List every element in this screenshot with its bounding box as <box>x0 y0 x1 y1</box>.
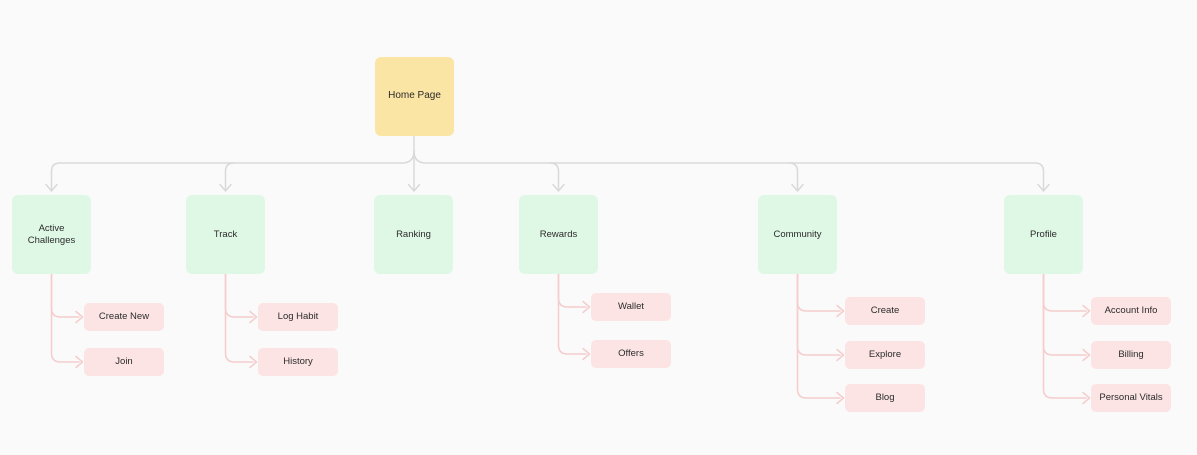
edge-active-challenges-to-join <box>50 273 80 363</box>
node-label: Blog <box>875 392 895 404</box>
edge-home-to-community <box>788 162 799 190</box>
node-label: Active Challenges <box>27 222 76 246</box>
edge-community-to-blog <box>796 273 841 399</box>
node-label: Ranking <box>396 228 431 240</box>
node-label: Wallet <box>617 301 645 313</box>
arrowhead-join <box>75 355 84 369</box>
node-create-new[interactable]: Create New <box>84 303 164 331</box>
edge-community-to-explore <box>796 273 841 356</box>
node-profile[interactable]: Profile <box>1004 195 1083 274</box>
node-log-habit[interactable]: Log Habit <box>258 303 338 331</box>
edge-track-to-history <box>224 273 254 363</box>
arrowhead-active-challenges <box>45 183 58 192</box>
arrowhead-ranking <box>407 183 421 192</box>
edge-profile-to-personal-vitals <box>1042 273 1087 399</box>
node-label: Join <box>115 356 133 368</box>
arrowhead-create-new <box>75 310 84 324</box>
node-label: Billing <box>1118 349 1144 361</box>
node-account-info[interactable]: Account Info <box>1091 297 1171 325</box>
arrowhead-rewards <box>552 183 565 192</box>
arrowhead-log-habit <box>249 310 258 324</box>
node-explore[interactable]: Explore <box>845 341 925 369</box>
arrowhead-offers <box>582 347 591 361</box>
node-label: Rewards <box>539 228 578 240</box>
edge-rewards-to-wallet <box>557 273 587 308</box>
edge-track-to-log-habit <box>224 273 254 318</box>
node-label: Community <box>773 228 822 240</box>
arrowhead-billing <box>1082 348 1091 362</box>
arrowhead-blog <box>836 391 845 405</box>
arrowhead-wallet <box>582 300 591 314</box>
node-label: History <box>283 356 313 368</box>
edge-rewards-to-offers <box>557 273 587 355</box>
node-label: Track <box>213 228 238 240</box>
edge-home-to-active-challenges <box>50 150 415 190</box>
node-community[interactable]: Community <box>758 195 837 274</box>
edge-community-to-create <box>796 273 841 312</box>
arrowhead-community <box>791 183 804 192</box>
edge-profile-to-account-info <box>1042 273 1087 312</box>
node-ranking[interactable]: Ranking <box>374 195 453 274</box>
arrowhead-history <box>249 355 258 369</box>
node-history[interactable]: History <box>258 348 338 376</box>
node-personal-vitals[interactable]: Personal Vitals <box>1091 384 1171 412</box>
node-blog[interactable]: Blog <box>845 384 925 412</box>
node-offers[interactable]: Offers <box>591 340 671 368</box>
arrowhead-account-info <box>1082 304 1091 318</box>
node-wallet[interactable]: Wallet <box>591 293 671 321</box>
edge-home-to-track <box>224 162 235 190</box>
node-rewards[interactable]: Rewards <box>519 195 598 274</box>
edge-profile-to-billing <box>1042 273 1087 356</box>
node-label: Create New <box>98 311 150 323</box>
node-track[interactable]: Track <box>186 195 265 274</box>
edge-home-to-rewards <box>549 162 560 190</box>
node-home-page[interactable]: Home Page <box>375 57 454 136</box>
node-label: Offers <box>618 348 644 360</box>
node-join[interactable]: Join <box>84 348 164 376</box>
node-label: Home Page <box>388 90 441 102</box>
edge-home-to-profile <box>413 150 1045 190</box>
edge-active-challenges-to-create-new <box>50 273 80 318</box>
node-billing[interactable]: Billing <box>1091 341 1171 369</box>
arrowhead-create <box>836 304 845 318</box>
node-label: Explore <box>868 349 902 361</box>
node-active-challenges[interactable]: Active Challenges <box>12 195 91 274</box>
node-label: Account Info <box>1104 305 1158 317</box>
node-create[interactable]: Create <box>845 297 925 325</box>
node-label: Personal Vitals <box>1099 392 1163 404</box>
node-label: Create <box>870 305 900 317</box>
arrowhead-explore <box>836 348 845 362</box>
arrowhead-track <box>219 183 232 192</box>
node-label: Profile <box>1030 228 1057 240</box>
arrowhead-profile <box>1037 183 1050 192</box>
node-label: Log Habit <box>277 311 319 323</box>
arrowhead-personal-vitals <box>1082 391 1091 405</box>
